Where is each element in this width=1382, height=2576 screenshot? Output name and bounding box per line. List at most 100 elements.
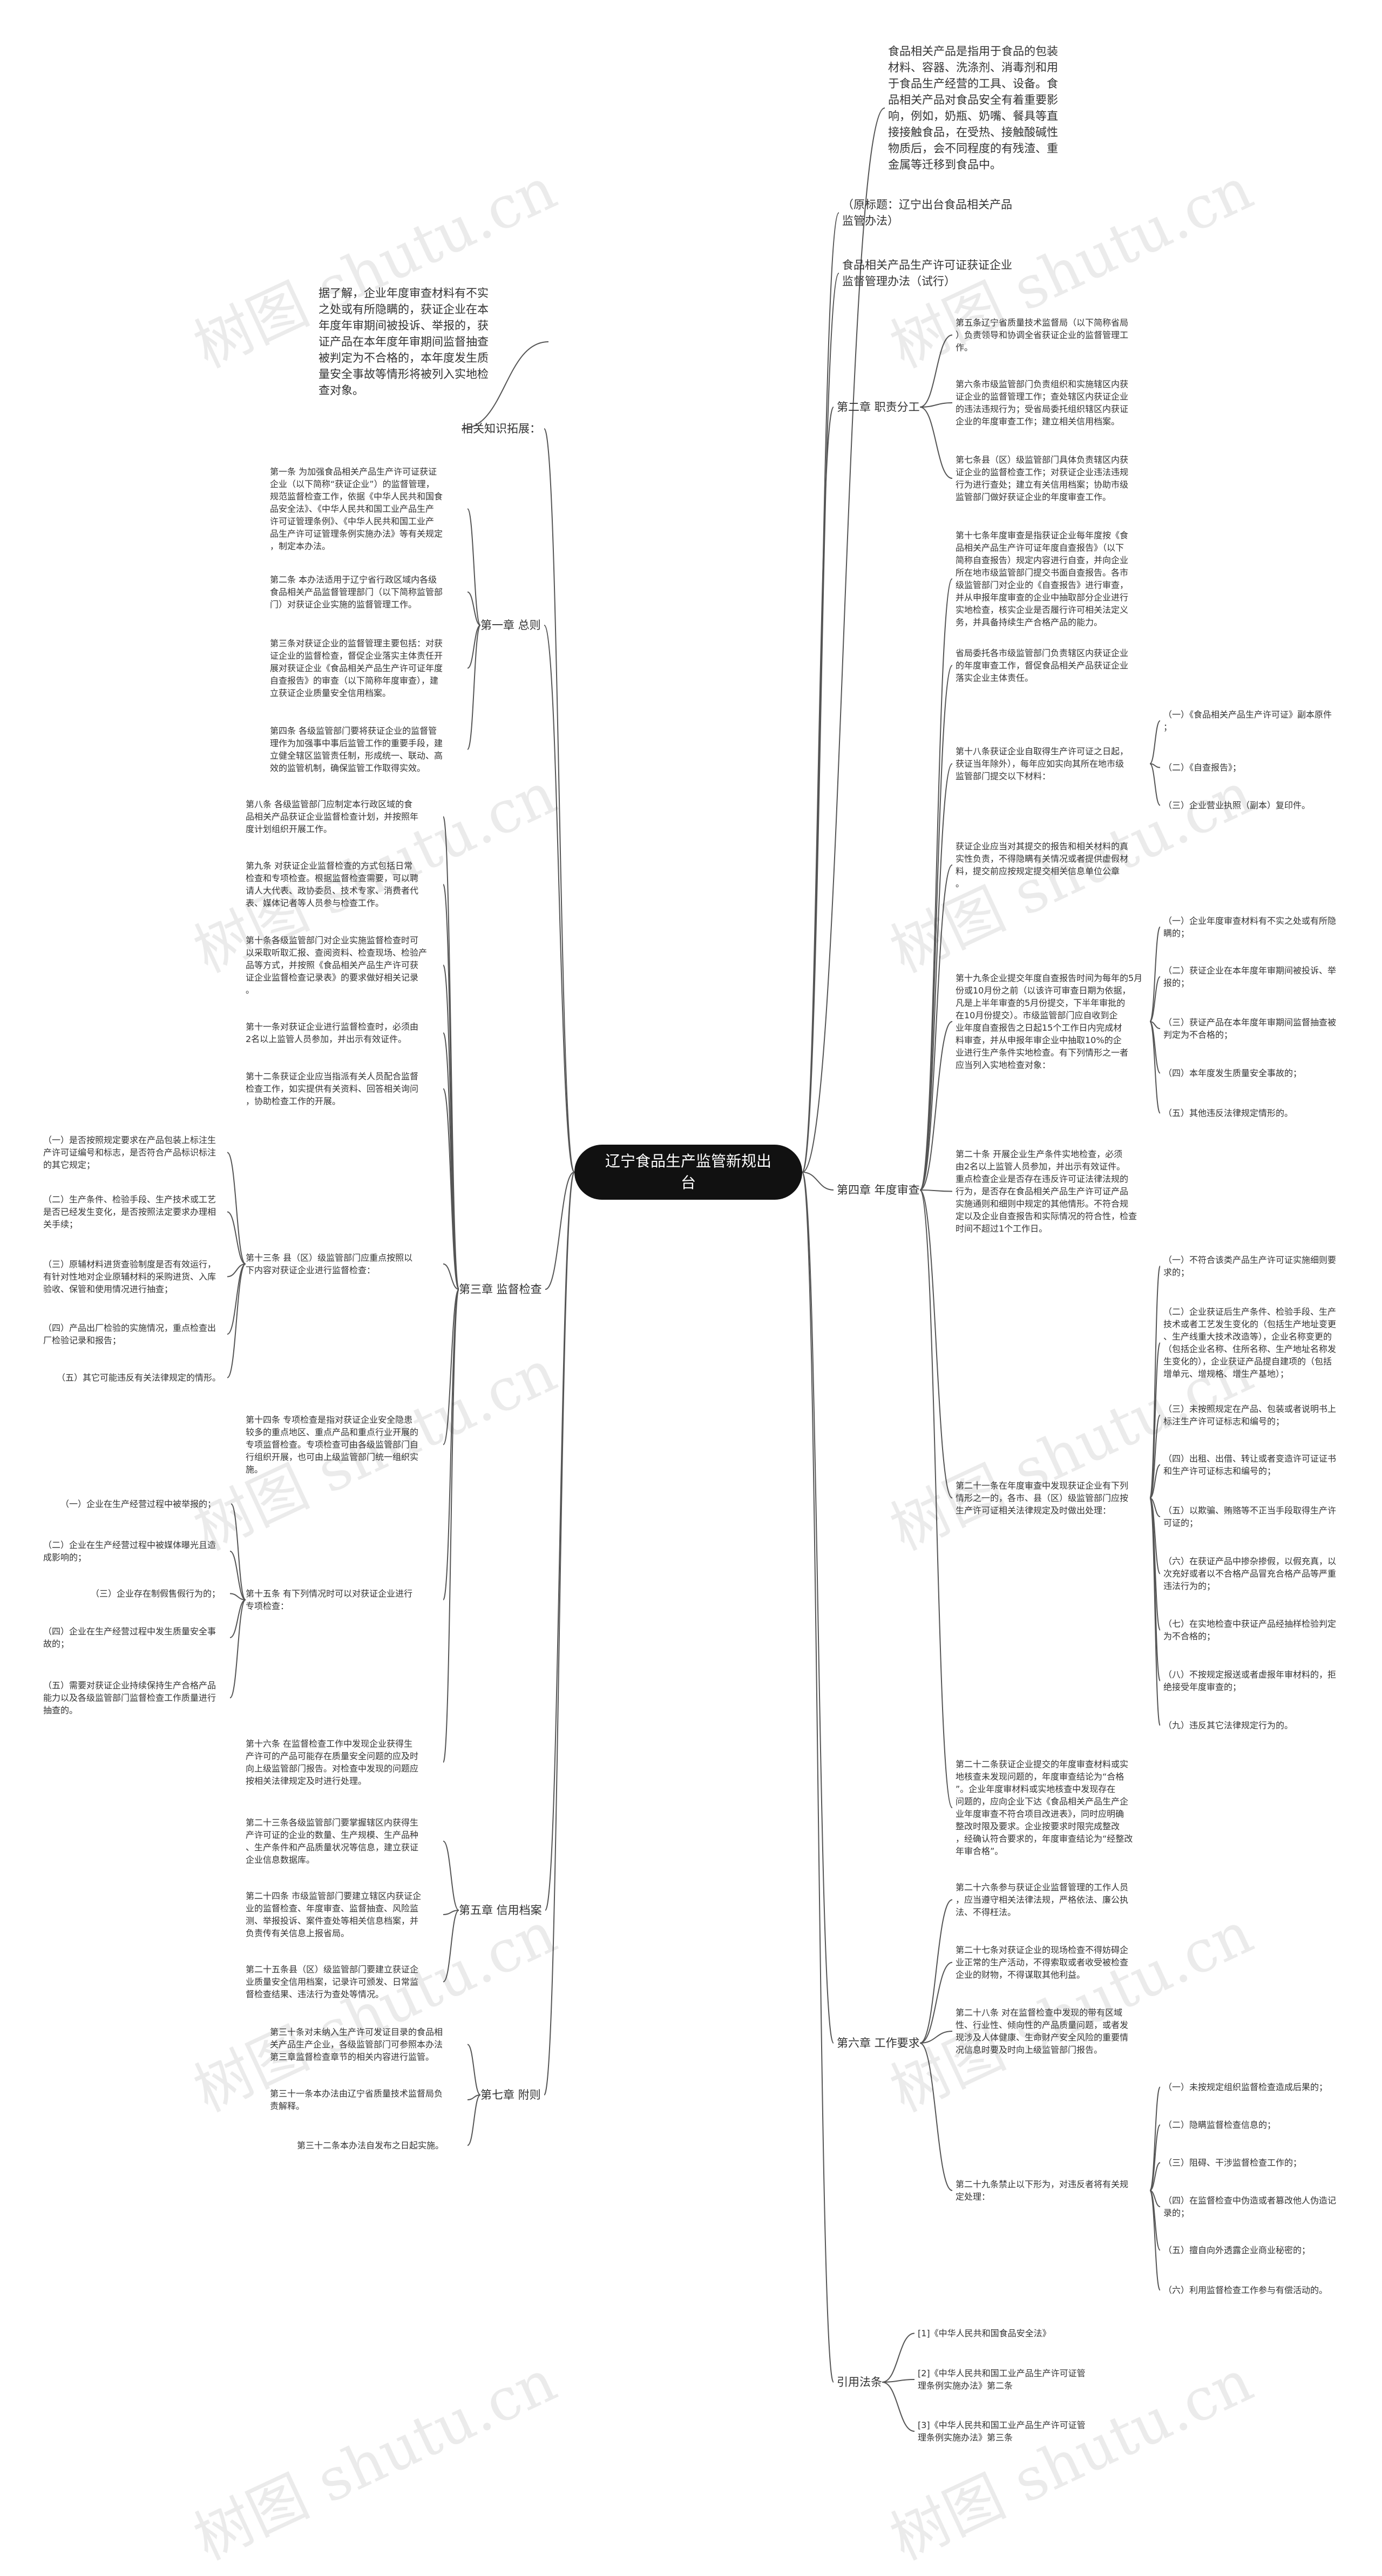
ch3-art13-item-1[interactable]: （一）是否按照规定要求在产品包装上标注生 产许可证编号和标志，是否符合产品标识标… bbox=[43, 1135, 216, 1170]
ch6-article-26[interactable]: 第二十六条参与获证企业监督管理的工作人员 ，应当遵守相关法律法规，严格依法、廉公… bbox=[956, 1882, 1129, 1917]
ch3-art13-item-4[interactable]: （四）产品出厂检验的实施情况，重点检查出 厂检验记录和报告； bbox=[43, 1323, 216, 1346]
ch6-art29-item-3[interactable]: （三）阻碍、干涉监督检查工作的； bbox=[1163, 2158, 1302, 2168]
ch4-art19-item-5[interactable]: （五）其他违反法律规定情形的。 bbox=[1163, 1108, 1293, 1118]
branch-chapter-4[interactable]: 第四章 年度审查 bbox=[837, 1184, 920, 1196]
ch4-art19-item-3[interactable]: （三）获证产品在本年度年审期间监督抽查被 判定为不合格的； bbox=[1163, 1017, 1337, 1040]
ch6-article-27[interactable]: 第二十七条对获证企业的现场检查不得妨碍企 业正常的生产活动，不得索取或者收受被检… bbox=[956, 1945, 1129, 1980]
ch3-article-16[interactable]: 第十六条 在监督检查工作中发现企业获得生 产许可的产品可能存在质量安全问题的应及… bbox=[246, 1739, 419, 1786]
ch4-art18-item-2[interactable]: （二）《自查报告》； bbox=[1163, 762, 1242, 773]
ch7-article-32[interactable]: 第三十二条本办法自发布之日起实施。 bbox=[297, 2140, 444, 2151]
connector-line bbox=[443, 964, 459, 1290]
ch3-art13-item-5[interactable]: （五）其它可能违反有关法律规定的情形。 bbox=[57, 1372, 221, 1383]
ch6-article-28[interactable]: 第二十八条 对在监督检查中发现的带有区域 性、行业性、倾向性的产品质量问题，或者… bbox=[956, 2007, 1129, 2055]
connector-line bbox=[1149, 2162, 1161, 2191]
ch4-article-17[interactable]: 第十七条年度审查是指获证企业每年度按《食 品相关产品生产许可证年度自查报告》（以… bbox=[956, 530, 1129, 627]
ch2-article-6[interactable]: 第六条市级监管部门负责组织和实施辖区内获 证企业的监督管理工作；查处辖区内获证企… bbox=[956, 379, 1129, 427]
ch2-article-5[interactable]: 第五条辽宁省质量技术监督局（以下简称省局 ）负责领导和协调全省获证企业的监督管理… bbox=[956, 317, 1129, 353]
ch4-art19-item-2[interactable]: （二）获证企业在本年度年审期间被投诉、举 报的； bbox=[1163, 965, 1337, 988]
ch3-art13-item-2[interactable]: （二）生产条件、检验手段、生产技术或工艺 是否已经发生变化，是否按照法定要求办理… bbox=[43, 1194, 216, 1229]
related-label[interactable]: 相关知识拓展： bbox=[462, 422, 541, 435]
ch4-art21-item-4[interactable]: （四）出租、出借、转让或者变造许可证证书 和生产许可证标志和编号的； bbox=[1163, 1453, 1337, 1476]
connector-line bbox=[919, 334, 953, 408]
ch3-article-11[interactable]: 第十一条对获证企业进行监督检查时，必须由 2名以上监管人员参加，并出示有效证件。 bbox=[246, 1022, 419, 1044]
ch4-art19-item-4[interactable]: （四）本年度发生质量安全事故的； bbox=[1163, 1068, 1302, 1078]
branch-chapter-2[interactable]: 第二章 职责分工 bbox=[837, 401, 920, 414]
connector-line bbox=[467, 2044, 481, 2095]
ch4-article-17b[interactable]: 省局委托各市级监管部门负责辖区内获证企业 的年度审查工作，督促食品相关产品获证企… bbox=[956, 648, 1129, 683]
branch-chapter-1[interactable]: 第一章 总则 bbox=[480, 619, 541, 632]
ch3-article-12[interactable]: 第十二条获证企业应当指派有关人员配合监督 检查工作，如实提供有关资料、回答相关询… bbox=[246, 1071, 419, 1106]
ch6-article-29[interactable]: 第二十九条禁止以下形为，对违反者将有关规 定处理： bbox=[956, 2179, 1129, 2202]
branch-chapter-5[interactable]: 第五章 信用档案 bbox=[459, 1904, 542, 1917]
ch4-article-18b[interactable]: 获证企业应当对其提交的报告和相关材料的真 实性负责，不得隐瞒有关情况或者提供虚假… bbox=[956, 841, 1129, 889]
ch3-art15-item-1[interactable]: （一）企业在生产经营过程中被举报的； bbox=[60, 1499, 216, 1509]
ch6-art29-item-4[interactable]: （四）在监督检查中伪造或者篡改他人伪造记 录的； bbox=[1163, 2195, 1337, 2218]
ch5-article-23[interactable]: 第二十三条各级监管部门要掌握辖区内获得生 产许可证的企业的数量、生产规模、生产品… bbox=[246, 1817, 419, 1865]
ch4-art18-item-3[interactable]: （三）企业营业执照（副本）复印件。 bbox=[1163, 800, 1311, 810]
ch4-article-22[interactable]: 第二十二条获证企业提交的年度审查材料或实 地核查未发现问题的，年度审查结论为“合… bbox=[956, 1759, 1133, 1856]
ch7-article-30[interactable]: 第三十条对未纳入生产许可发证目录的食品相 关产品生产企业，各级监管部门可参照本办… bbox=[270, 2027, 443, 2062]
ch3-art13-item-3[interactable]: （三）原辅材料进货查验制度是否有效运行， 有针对性地对企业原辅材料的采购进货、入… bbox=[43, 1259, 216, 1294]
reference-3[interactable]: [3]《中华人民共和国工业产品生产许可证管 理条例实施办法》第三条 bbox=[918, 2420, 1086, 2443]
ch4-art19-item-1[interactable]: （一）企业年度审查材料有不实之处或有所隐 瞒的； bbox=[1163, 916, 1337, 938]
ch1-article-1[interactable]: 第一条 为加强食品相关产品生产许可证获证 企业（以下简称“获证企业”）的监督管理… bbox=[270, 466, 443, 551]
ch1-article-3[interactable]: 第三条对获证企业的监督管理主要包括：对获 证企业的监督检查，督促企业落实主体责任… bbox=[270, 638, 443, 698]
ch3-art15-item-3[interactable]: （三）企业存在制假售假行为的； bbox=[91, 1588, 221, 1599]
connector-line bbox=[443, 1289, 459, 1763]
ch6-art29-item-6[interactable]: （六）利用监督检查工作参与有偿活动的。 bbox=[1163, 2285, 1328, 2295]
top-node-intro[interactable]: 食品相关产品是指用于食品的包装 材料、容器、洗涤剂、消毒剂和用 于食品生产经营的… bbox=[888, 45, 1058, 171]
ch3-article-13[interactable]: 第十三条 县（区）级监管部门应重点按照以 下内容对获证企业进行监督检查： bbox=[246, 1253, 413, 1275]
top-node-regulation-name[interactable]: 食品相关产品生产许可证获证企业 监督管理办法（试行） bbox=[842, 259, 1012, 288]
top-node-original-title[interactable]: （原标题：辽宁出台食品相关产品 监管办法） bbox=[842, 198, 1012, 227]
related-text[interactable]: 据了解，企业年度审查材料有不实 之处或有所隐瞒的，获证企业在本 年度年审期间被投… bbox=[319, 287, 489, 397]
ch2-article-7[interactable]: 第七条县（区）级监管部门具体负责辖区内获 证企业的监督检查工作；对获证企业违法违… bbox=[956, 455, 1129, 502]
root-node[interactable]: 辽宁食品生产监管新规出 台 bbox=[574, 1145, 802, 1200]
connector-line bbox=[229, 1599, 246, 1638]
ch4-art18-item-1[interactable]: （一）《食品相关产品生产许可证》副本原件 ； bbox=[1163, 709, 1332, 732]
ch3-article-15[interactable]: 第十五条 有下列情况时可以对获证企业进行 专项检查： bbox=[246, 1588, 413, 1611]
connector-line bbox=[229, 1551, 246, 1600]
ch4-art21-item-2[interactable]: （二）企业获证后生产条件、检验手段、生产 技术或者工艺发生变化的（包括生产地址变… bbox=[1163, 1307, 1337, 1379]
connector-line bbox=[227, 1152, 246, 1265]
connector-line bbox=[1149, 1415, 1161, 1499]
connector-line bbox=[443, 1841, 459, 1911]
ch4-art21-item-7[interactable]: （七）在实地检查中获证产品经抽样检验判定 为不合格的； bbox=[1163, 1619, 1337, 1641]
ch3-art15-item-5[interactable]: （五）需要对获证企业持续保持生产合格产品 能力以及各级监管部门监督检查工作质量进… bbox=[43, 1680, 216, 1715]
reference-1[interactable]: [1]《中华人民共和国食品安全法》 bbox=[918, 2328, 1051, 2338]
connector-line bbox=[1149, 1021, 1161, 1114]
connector-line bbox=[919, 402, 953, 408]
branch-chapter-3[interactable]: 第三章 监督检查 bbox=[459, 1283, 542, 1296]
ch1-article-2[interactable]: 第二条 本办法适用于辽宁省行政区域内各级 食品相关产品监督管理部门（以下简称监管… bbox=[270, 574, 443, 610]
ch6-art29-item-1[interactable]: （一）未按规定组织监督检查造成后果的； bbox=[1163, 2082, 1328, 2092]
ch4-art21-item-1[interactable]: （一）不符合该类产品生产许可证实施细则要 求的； bbox=[1163, 1255, 1337, 1277]
ch4-art21-item-3[interactable]: （三）未按照规定在产品、包装或者说明书上 标注生产许可证标志和编号的； bbox=[1163, 1404, 1337, 1426]
branch-references[interactable]: 引用法条 bbox=[837, 2376, 882, 2389]
ch6-art29-item-2[interactable]: （二）隐瞒监督检查信息的； bbox=[1163, 2120, 1276, 2130]
ch5-article-24[interactable]: 第二十四条 市级监管部门要建立辖区内获证企 业的监督检查、年度审查、监督抽查、风… bbox=[246, 1891, 422, 1938]
ch4-article-19[interactable]: 第十九条企业提交年度自查报告时间为每年的5月 份或10月份之前（以该许可审查日期… bbox=[956, 973, 1143, 1070]
ch7-article-31[interactable]: 第三十一条本办法由辽宁省质量技术监督局负 责解释。 bbox=[270, 2088, 443, 2111]
connector-line bbox=[919, 864, 953, 1191]
connector-line bbox=[802, 273, 839, 1173]
ch5-article-25[interactable]: 第二十五条县（区）级监管部门要建立获证企 业质量安全信用档案，记录许可颁发、日常… bbox=[246, 1964, 419, 1999]
branch-chapter-7[interactable]: 第七章 附则 bbox=[480, 2088, 541, 2101]
ch4-article-18[interactable]: 第十八条获证企业自取得生产许可证之日起， 获证当年除外），每年应如实向其所在地市… bbox=[956, 746, 1129, 781]
ch3-article-9[interactable]: 第九条 对获证企业监督检查的方式包括日常 检查和专项检查。根据监督检查需要，可以… bbox=[246, 861, 419, 908]
ch4-article-20[interactable]: 第二十条 开展企业生产条件实地检查，必须 由2名以上监管人员参加，并出示有效证件… bbox=[956, 1149, 1137, 1234]
connector-line bbox=[443, 1289, 459, 1445]
ch4-art21-item-6[interactable]: （六）在获证产品中掺杂掺假，以假充真，以 次充好或者以不合格产品冒充合格产品等严… bbox=[1163, 1556, 1337, 1591]
ch3-article-14[interactable]: 第十四条 专项检查是指对获证企业安全隐患 较多的重点地区、重点产品和重点行业开展… bbox=[246, 1415, 419, 1475]
ch3-article-10[interactable]: 第十条各级监管部门对企业实施监督检查时可 以采取听取汇报、查阅资料、检查现场、检… bbox=[246, 935, 428, 995]
ch3-art15-item-4[interactable]: （四）企业在生产经营过程中发生质量安全事 故的； bbox=[43, 1626, 216, 1649]
ch4-article-21[interactable]: 第二十一条在年度审查中发现获证企业有下列 情形之一的，各市、县（区）级监管部门应… bbox=[956, 1480, 1129, 1516]
ch4-art21-item-8[interactable]: （八）不按规定报送或者虚报年审材料的，拒 绝接受年度审查的； bbox=[1163, 1669, 1337, 1692]
ch4-art21-item-9[interactable]: （九）违反其它法律规定行为的。 bbox=[1163, 1720, 1293, 1730]
ch1-article-4[interactable]: 第四条 各级监管部门要将获证企业的监督管 理作为加强事中事后监管工作的重要手段，… bbox=[270, 726, 443, 773]
ch4-art21-item-5[interactable]: （五）以欺骗、贿赂等不正当手段取得生产许 可证的； bbox=[1163, 1505, 1337, 1528]
ch6-art29-item-5[interactable]: （五）擅自向外透露企业商业秘密的； bbox=[1163, 2245, 1311, 2255]
ch3-art15-item-2[interactable]: （二）企业在生产经营过程中被媒体曝光且造 成影响的； bbox=[43, 1540, 216, 1563]
branch-chapter-6[interactable]: 第六章 工作要求 bbox=[837, 2037, 920, 2050]
connector-line bbox=[919, 1189, 953, 1192]
ch3-article-8[interactable]: 第八条 各级监管部门应制定本行政区域的食 品相关产品获证企业监督检查计划，并按照… bbox=[246, 799, 419, 834]
reference-2[interactable]: [2]《中华人民共和国工业产品生产许可证管 理条例实施办法》第二条 bbox=[918, 2368, 1086, 2391]
